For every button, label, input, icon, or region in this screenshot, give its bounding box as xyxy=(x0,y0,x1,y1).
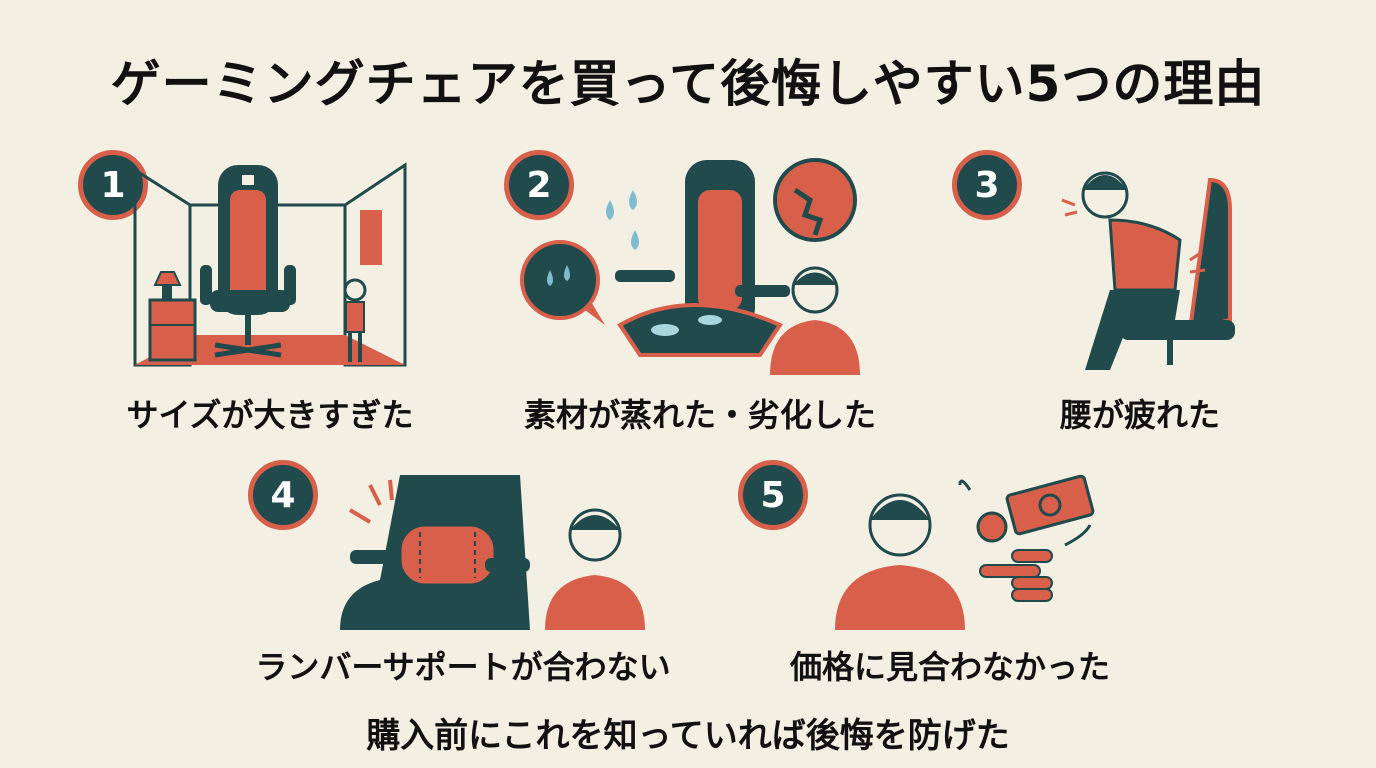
reason-5-number-badge: 5 xyxy=(738,460,808,530)
reason-4-label: ランバーサポートが合わない xyxy=(255,648,671,686)
money-regret-icon xyxy=(835,474,1095,630)
reason-5-label: 価格に見合わなかった xyxy=(789,648,1110,686)
reason-3-label: 腰が疲れた xyxy=(1059,396,1220,434)
reason-4-number-badge: 4 xyxy=(248,460,318,530)
reason-3-number-badge: 3 xyxy=(952,150,1022,220)
reason-1-label: サイズが大きすぎた xyxy=(126,396,414,434)
sweaty-damaged-chair-icon xyxy=(520,158,860,375)
lumbar-cushion-mismatch-icon xyxy=(340,475,645,630)
reason-2-number-badge: 2 xyxy=(504,150,574,220)
page-title: ゲーミングチェアを買って後悔しやすい5つの理由 xyxy=(110,55,1266,113)
reason-2-label: 素材が蒸れた・劣化した xyxy=(523,396,876,434)
oversized-chair-in-small-room-icon xyxy=(133,162,407,367)
footer-message: 購入前にこれを知っていれば後悔を防げた xyxy=(366,716,1010,756)
back-pain-person-icon xyxy=(1061,171,1235,370)
